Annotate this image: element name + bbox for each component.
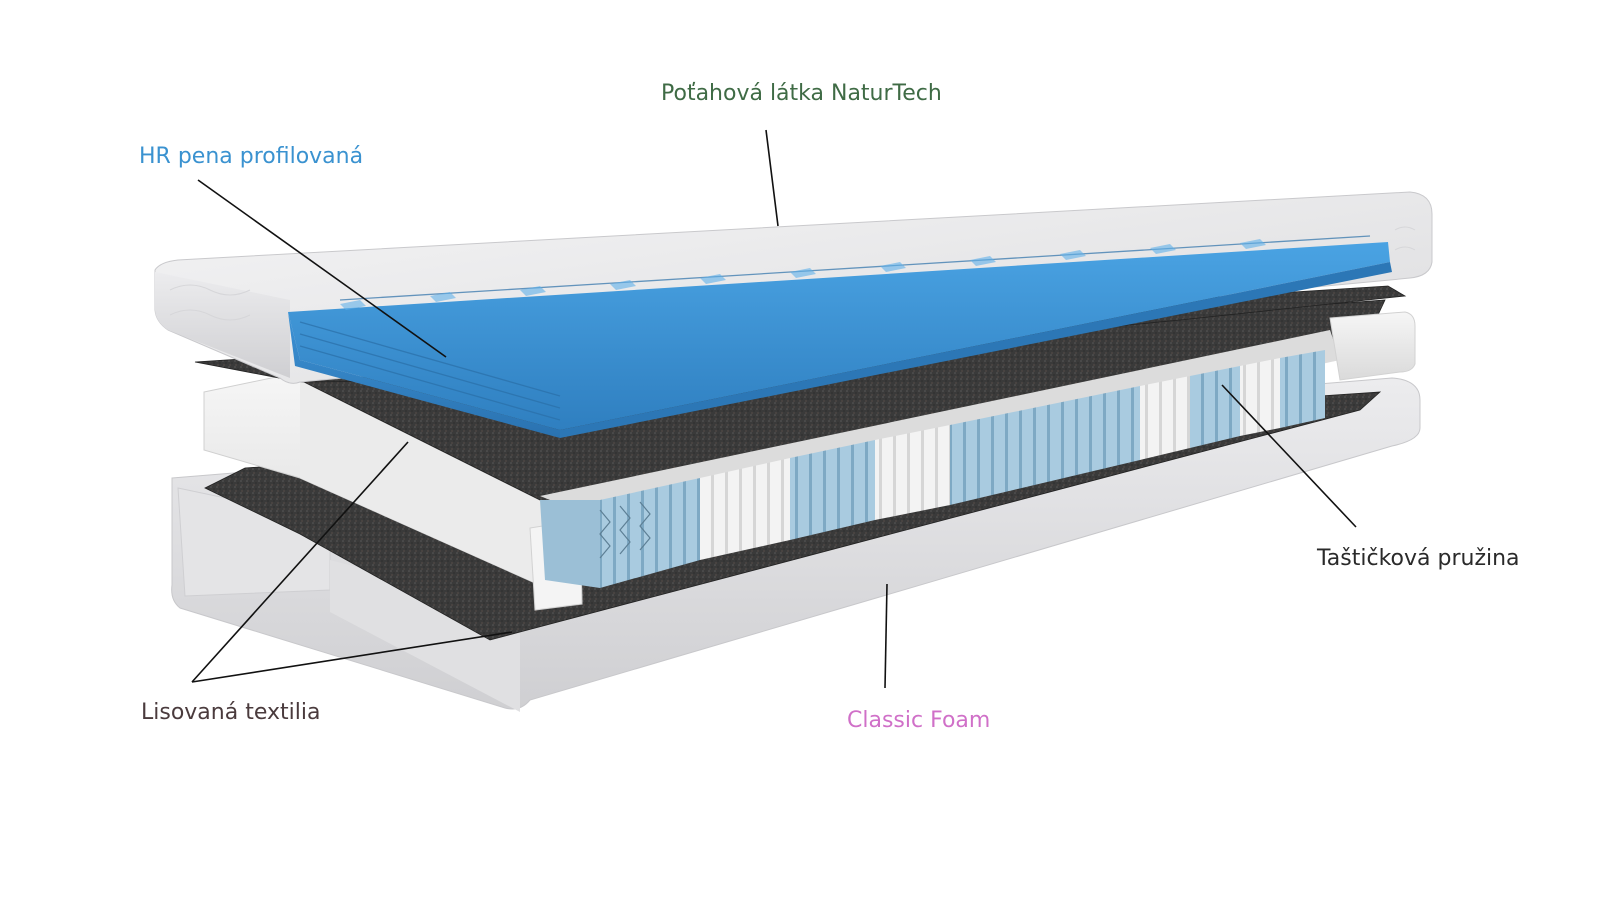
label-pocket-spring: Taštičková pružina [1317, 546, 1520, 571]
leader-lines [191, 129, 1357, 689]
label-hr-foam: HR pena profilovaná [139, 144, 364, 169]
leader-classic-foam [884, 583, 888, 689]
hr-profiled-foam-layer [288, 235, 1392, 438]
leader-hr-foam [197, 179, 447, 358]
pocket-spring-core [540, 330, 1340, 588]
label-cover-fabric: Poťahová látka NaturTech [661, 81, 942, 106]
foam-frame-right [1329, 311, 1416, 381]
label-classic-foam: Classic Foam [847, 708, 991, 733]
leader-pressed-textile-upper [191, 441, 409, 683]
leader-cover-fabric [765, 129, 779, 227]
label-pressed-textile: Lisovaná textilia [141, 700, 321, 725]
leader-pocket-spring [1221, 384, 1357, 528]
leader-pressed-textile-lower [191, 631, 513, 683]
